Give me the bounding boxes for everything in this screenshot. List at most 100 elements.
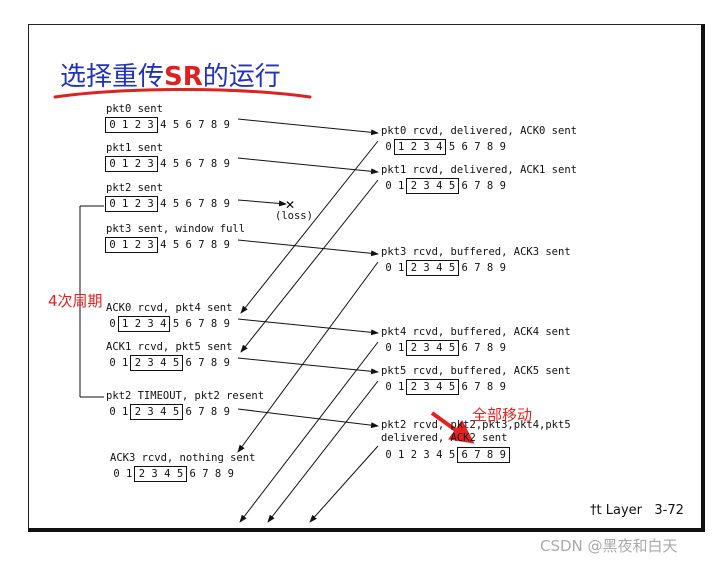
sequence-number: 8 xyxy=(486,381,494,393)
sequence-number: 0 xyxy=(113,468,120,480)
sender-event-label: pkt1 sent xyxy=(106,142,163,154)
ack-arrow xyxy=(239,341,379,523)
ack-arrow xyxy=(309,445,379,523)
sequence-number: 4 xyxy=(160,239,167,251)
slide-footer: †t Layer 3-72 xyxy=(590,503,684,518)
sequence-number: 7 xyxy=(198,318,205,330)
packet-arrow xyxy=(237,357,379,375)
sequence-number: 6 xyxy=(461,381,468,393)
loss-x-icon: ✕ xyxy=(285,198,295,212)
receiver-event-label: pkt4 rcvd, buffered, ACK4 sent xyxy=(381,326,571,338)
receiver-event-label: pkt5 rcvd, buffered, ACK5 sent xyxy=(381,365,571,377)
sequence-number: 3 xyxy=(423,262,430,274)
sequence-number: 4 xyxy=(436,180,443,192)
sender-event-label: pkt0 sent xyxy=(106,103,163,115)
sequence-number: 3 xyxy=(147,318,154,330)
sequence-number: 8 xyxy=(210,406,218,418)
sequence-number: 0 xyxy=(109,239,116,251)
sequence-number: 8 xyxy=(486,449,494,461)
sequence-number: 2 xyxy=(134,158,142,170)
sequence-number: 5 xyxy=(448,262,456,274)
sequence-number: 2 xyxy=(410,449,418,461)
window-box xyxy=(105,237,158,253)
sender-event-label: ACK3 rcvd, nothing sent xyxy=(110,452,256,464)
sequence-number: 6 xyxy=(185,239,192,251)
window-box xyxy=(105,196,158,212)
sequence-number: 1 xyxy=(122,198,129,210)
sequence-number: 2 xyxy=(138,468,146,480)
sequence-number: 9 xyxy=(223,119,230,131)
sequence-number: 6 xyxy=(461,449,468,461)
sequence-number: 9 xyxy=(499,262,506,274)
sequence-number: 5 xyxy=(448,449,456,461)
sequence-number: 0 xyxy=(385,381,392,393)
watermark: CSDN @黑夜和白天 xyxy=(540,537,678,555)
slide-title: 选择重传SR的运行 xyxy=(60,62,281,92)
sequence-number: 8 xyxy=(486,180,494,192)
title-underline xyxy=(53,87,312,99)
sequence-number: 3 xyxy=(423,342,430,354)
sequence-number: 9 xyxy=(499,449,506,461)
sequence-number: 7 xyxy=(474,141,481,153)
cycle-annotation: 4次周期 xyxy=(48,292,103,310)
sequence-number: 6 xyxy=(185,406,192,418)
window-box xyxy=(105,156,158,172)
sequence-number: 7 xyxy=(198,119,205,131)
sequence-number: 5 xyxy=(448,180,456,192)
packet-arrow xyxy=(237,118,379,136)
sequence-number: 0 xyxy=(385,262,392,274)
sequence-number: 1 xyxy=(398,180,405,192)
move-all-annotation: 全部移动 xyxy=(472,406,533,424)
sequence-number: 1 xyxy=(398,342,405,354)
sequence-number: 5 xyxy=(172,119,180,131)
sequence-number: 1 xyxy=(122,318,129,330)
sequence-number: 9 xyxy=(227,468,234,480)
window-box xyxy=(105,117,158,133)
sequence-number: 9 xyxy=(223,239,230,251)
sequence-number: 6 xyxy=(461,180,468,192)
sequence-number: 6 xyxy=(189,468,196,480)
window-box xyxy=(406,260,460,276)
sequence-number: 4 xyxy=(436,262,443,274)
ack-arrow xyxy=(240,140,379,314)
sequence-number: 2 xyxy=(410,342,418,354)
sequence-number: 8 xyxy=(486,262,494,274)
sequence-number: 4 xyxy=(436,141,443,153)
sequence-number: 7 xyxy=(198,198,205,210)
sequence-number: 4 xyxy=(160,357,167,369)
sequence-number: 2 xyxy=(410,141,418,153)
sequence-number: 7 xyxy=(474,180,481,192)
sequence-number: 5 xyxy=(172,406,180,418)
sequence-number: 5 xyxy=(448,381,456,393)
sequence-number: 7 xyxy=(474,449,481,461)
sequence-number: 7 xyxy=(474,262,481,274)
receiver-event-label-2: delivered, ACK2 sent xyxy=(381,432,508,444)
sequence-number: 2 xyxy=(410,381,418,393)
sequence-number: 7 xyxy=(474,381,481,393)
sequence-number: 2 xyxy=(134,239,142,251)
sequence-number: 3 xyxy=(147,239,154,251)
sequence-number: 9 xyxy=(223,406,230,418)
sequence-number: 3 xyxy=(147,406,154,418)
sequence-number: 1 xyxy=(122,357,129,369)
sequence-number: 5 xyxy=(172,239,180,251)
sequence-number: 1 xyxy=(398,262,405,274)
packet-arrow xyxy=(237,239,379,257)
sequence-number: 7 xyxy=(202,468,209,480)
sequence-number: 3 xyxy=(147,158,154,170)
packet-arrow xyxy=(237,157,379,175)
sequence-number: 3 xyxy=(423,180,430,192)
sequence-number: 0 xyxy=(385,449,392,461)
sequence-number: 9 xyxy=(499,342,506,354)
sequence-number: 1 xyxy=(122,406,129,418)
packet-arrow xyxy=(237,408,379,429)
sequence-number: 4 xyxy=(164,468,171,480)
sequence-number: 0 xyxy=(109,318,116,330)
window-box xyxy=(457,447,510,463)
sequence-number: 5 xyxy=(172,198,180,210)
sequence-number: 6 xyxy=(185,158,192,170)
packet-arrow xyxy=(237,318,379,336)
sequence-number: 5 xyxy=(176,468,184,480)
sender-event-label: pkt2 sent xyxy=(106,182,163,194)
